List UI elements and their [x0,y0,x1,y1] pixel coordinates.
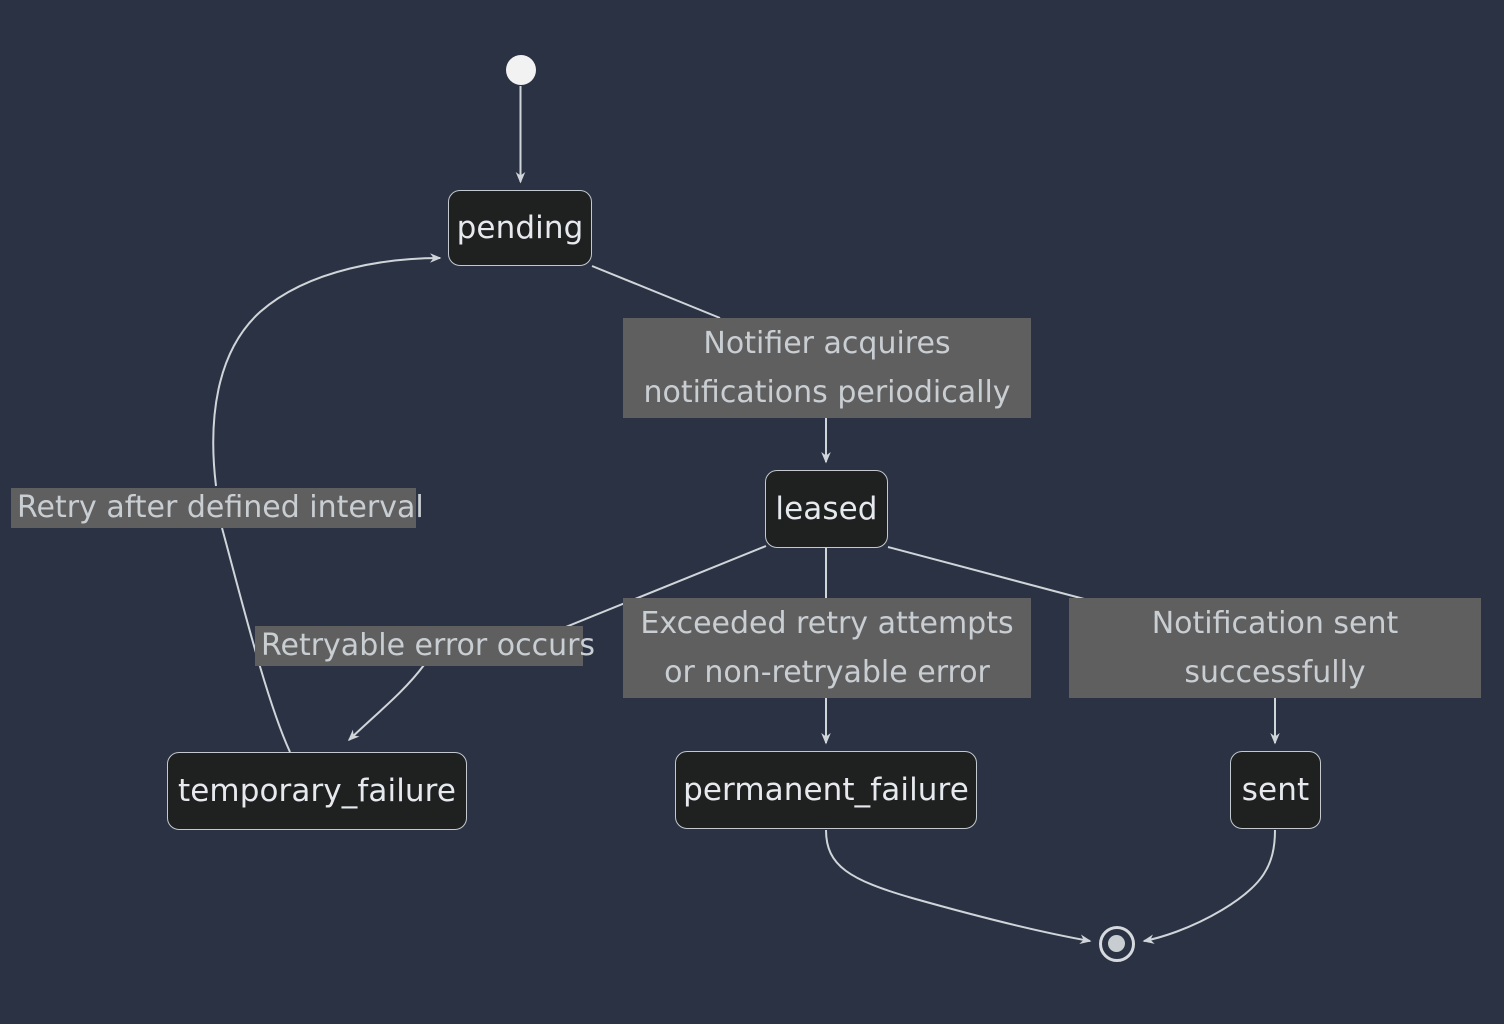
state-node-leased[interactable]: leased [765,470,888,548]
edge-label-notifier-acquires: Notifier acquires notifications periodica… [623,318,1031,418]
edge-label-exceeded-retry: Exceeded retry attempts or non-retryable … [623,598,1031,698]
state-label-permanent-failure: permanent_failure [683,772,969,808]
edge-label-exceeded-retry-line1: Exceeded retry attempts [640,606,1014,641]
edge-temporary-to-pending-upper [212,253,442,487]
state-label-leased: leased [775,491,878,527]
edge-leased-to-sent-upper [887,546,1089,601]
edge-temporary-to-pending-lower [221,527,291,753]
state-label-sent: sent [1241,772,1310,808]
edge-label-exceeded-retry-line2: or non-retryable error [664,655,990,690]
edge-label-retryable-error-text: Retryable error occurs [261,628,596,663]
state-label-temporary-failure: temporary_failure [177,773,457,809]
edge-permanent-to-end [825,829,1092,945]
edge-leased-to-temporary-lower [347,664,425,742]
start-state-node[interactable] [506,55,536,85]
edge-label-notification-sent: Notification sent successfully [1069,598,1481,698]
edge-label-notifier-acquires-line2: notifications periodically [643,375,1011,410]
edge-label-notification-sent-line2: successfully [1184,655,1366,690]
state-node-permanent-failure[interactable]: permanent_failure [675,751,977,829]
state-node-temporary-failure[interactable]: temporary_failure [167,752,467,830]
edge-sent-to-end [1142,829,1276,944]
edge-label-retry-after-interval-text: Retry after defined interval [17,490,424,525]
edge-label-notification-sent-line1: Notification sent [1151,606,1399,641]
end-state-node[interactable] [1099,926,1135,962]
state-node-sent[interactable]: sent [1230,751,1321,829]
state-label-pending: pending [456,210,584,246]
edge-label-notifier-acquires-line1: Notifier acquires [703,326,951,361]
state-node-pending[interactable]: pending [448,190,592,266]
edge-label-retryable-error: Retryable error occurs [255,626,595,666]
edge-label-retry-after-interval: Retry after defined interval [11,488,424,528]
end-state-inner-dot [1108,935,1125,952]
edge-pending-to-leased-upper [591,265,721,319]
